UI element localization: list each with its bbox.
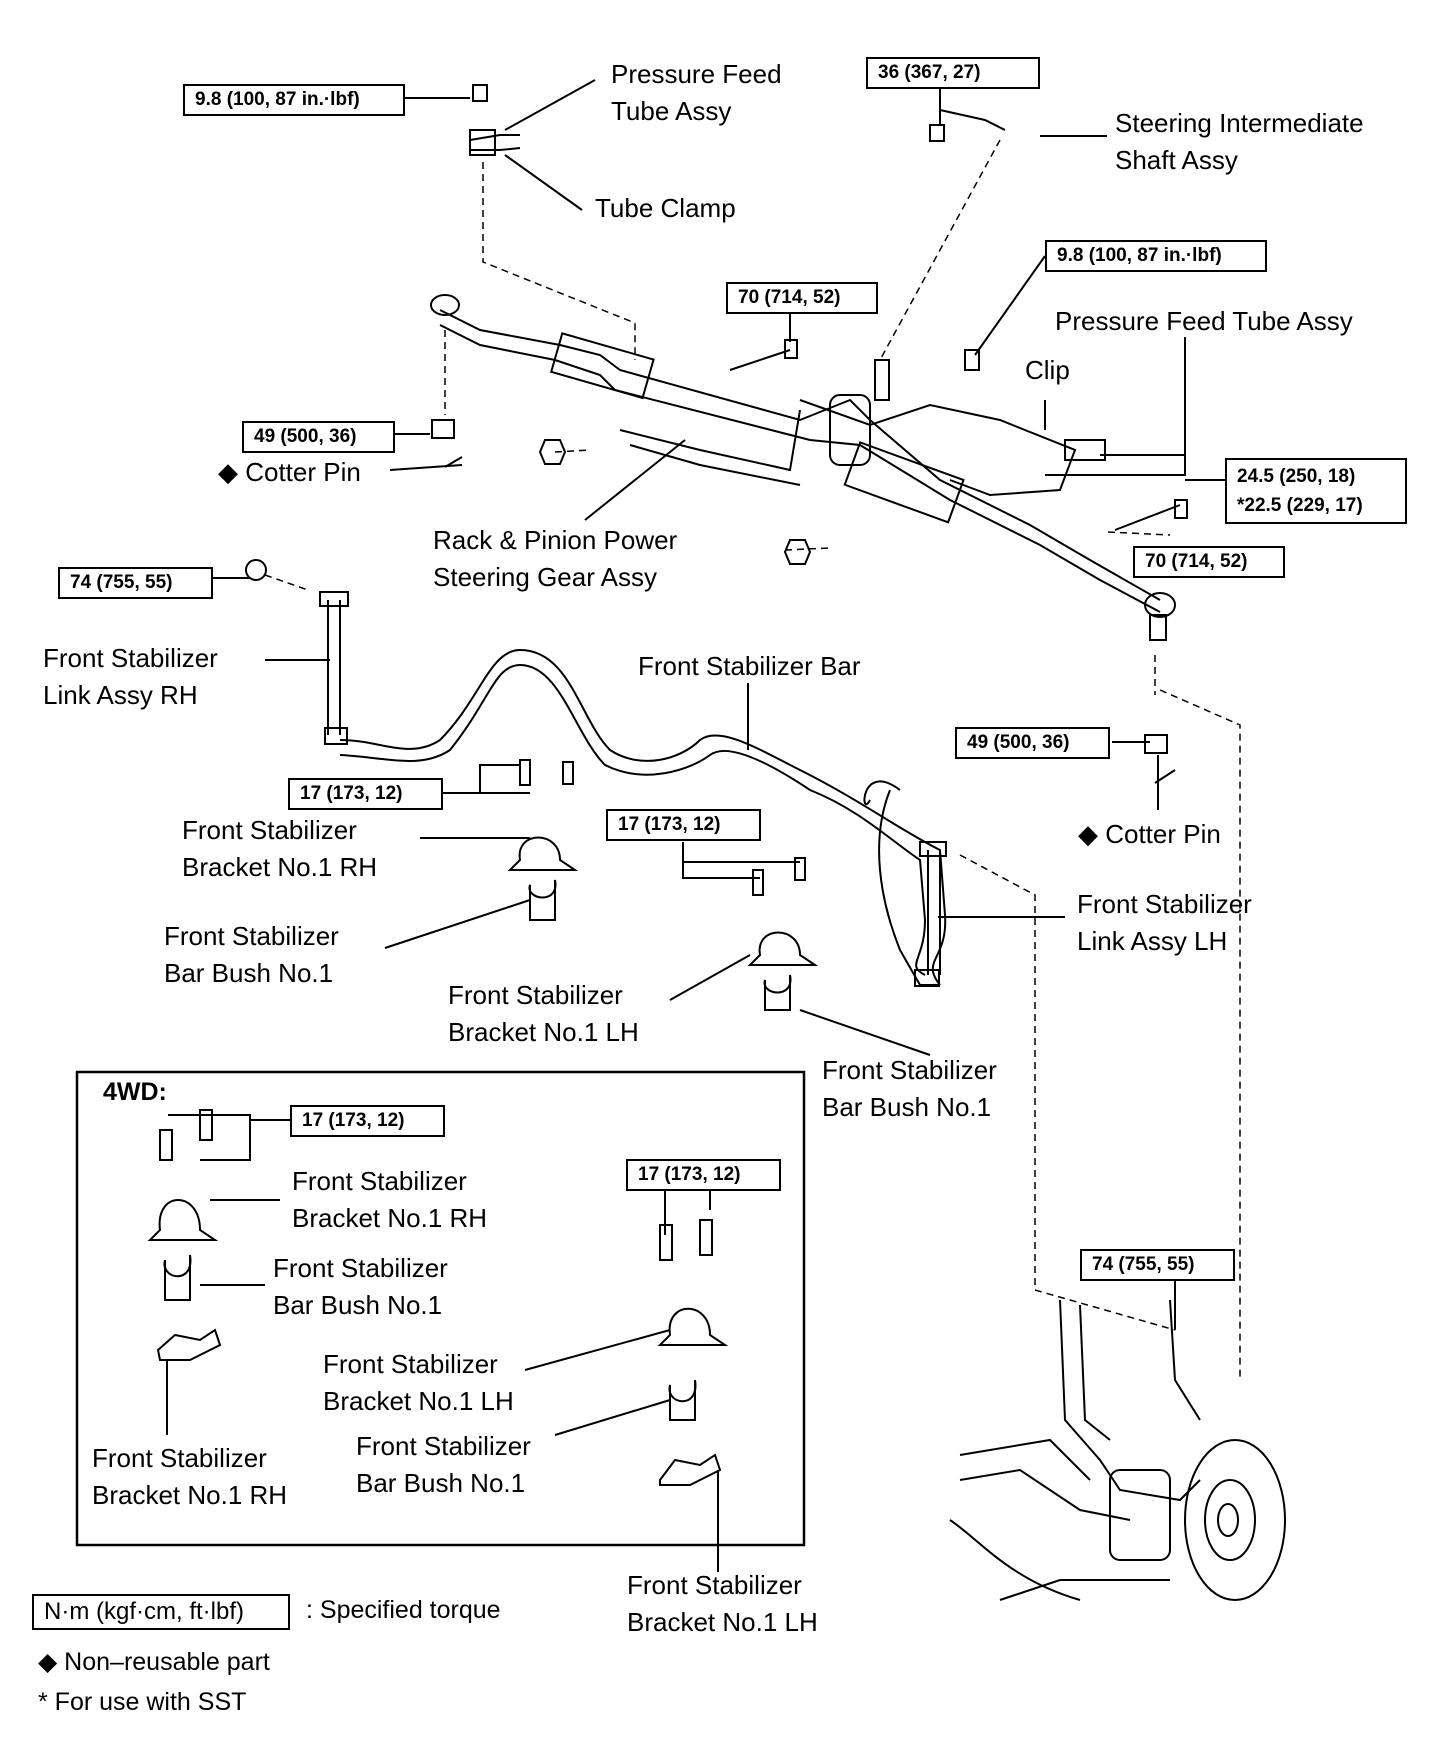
label-4wd-bracket-lh-bottom: Front Stabilizer Bracket No.1 LH	[627, 1570, 818, 1637]
label-bush-rh: Front Stabilizer Bar Bush No.1	[164, 921, 339, 988]
label-stabilizer-bar: Front Stabilizer Bar	[638, 651, 861, 681]
label-4wd-bracket-rh: Front Stabilizer Bracket No.1 RH	[292, 1166, 488, 1233]
torque-4wd-rh: 17 (173, 12)	[290, 1105, 445, 1137]
label-pressure-feed-tube-top: Pressure Feed Tube Assy	[611, 59, 782, 126]
torque-pressure-feed-tube-right: 9.8 (100, 87 in.·lbf)	[1045, 240, 1267, 272]
legend-sst: * For use with SST	[38, 1688, 247, 1716]
label-pressure-feed-tube-right: Pressure Feed Tube Assy	[1055, 306, 1353, 336]
label-4wd-bush-lh: Front Stabilizer Bar Bush No.1	[356, 1431, 531, 1498]
torque-tie-rod-left: 49 (500, 36)	[242, 421, 395, 453]
label-tube-clamp: Tube Clamp	[595, 193, 736, 223]
label-clip: Clip	[1025, 355, 1070, 385]
label-link-assy-lh: Front Stabilizer Link Assy LH	[1077, 889, 1252, 956]
label-4wd-bracket-rh-bottom: Front Stabilizer Bracket No.1 RH	[92, 1443, 288, 1510]
label-bush-lh: Front Stabilizer Bar Bush No.1	[822, 1055, 997, 1122]
legend-unit-desc: : Specified torque	[306, 1596, 501, 1624]
inset-title-4wd: 4WD:	[103, 1078, 167, 1106]
label-4wd-bush-rh: Front Stabilizer Bar Bush No.1	[273, 1253, 448, 1320]
torque-intermediate-shaft: 36 (367, 27)	[866, 57, 1040, 89]
label-bracket-rh: Front Stabilizer Bracket No.1 RH	[182, 815, 378, 882]
torque-bracket-rh: 17 (173, 12)	[288, 778, 443, 810]
torque-bracket-lh: 17 (173, 12)	[606, 809, 761, 841]
torque-pinion-clamp: 24.5 (250, 18) *22.5 (229, 17)	[1225, 458, 1407, 524]
torque-4wd-lh: 17 (173, 12)	[626, 1159, 781, 1191]
torque-gear-bolt-top: 70 (714, 52)	[726, 282, 878, 314]
label-link-assy-rh: Front Stabilizer Link Assy RH	[43, 643, 218, 710]
torque-link-lh: 74 (755, 55)	[1080, 1249, 1235, 1281]
torque-link-rh: 74 (755, 55)	[58, 567, 213, 599]
torque-tube-clamp: 9.8 (100, 87 in.·lbf)	[183, 84, 405, 116]
label-cotter-pin-right: ◆ Cotter Pin	[1078, 819, 1221, 849]
legend-non-reusable: ◆ Non–reusable part	[38, 1648, 270, 1676]
label-bracket-lh: Front Stabilizer Bracket No.1 LH	[448, 980, 639, 1047]
legend-unit-box: N·m (kgf·cm, ft·lbf)	[32, 1594, 290, 1630]
label-rack-and-pinion: Rack & Pinion Power Steering Gear Assy	[433, 525, 678, 592]
label-4wd-bracket-lh: Front Stabilizer Bracket No.1 LH	[323, 1349, 514, 1416]
label-steering-intermediate-shaft: Steering Intermediate Shaft Assy	[1115, 108, 1364, 175]
label-cotter-pin-left: ◆ Cotter Pin	[218, 457, 361, 487]
torque-gear-bolt-right: 70 (714, 52)	[1133, 546, 1285, 578]
torque-tie-rod-right: 49 (500, 36)	[955, 727, 1110, 759]
